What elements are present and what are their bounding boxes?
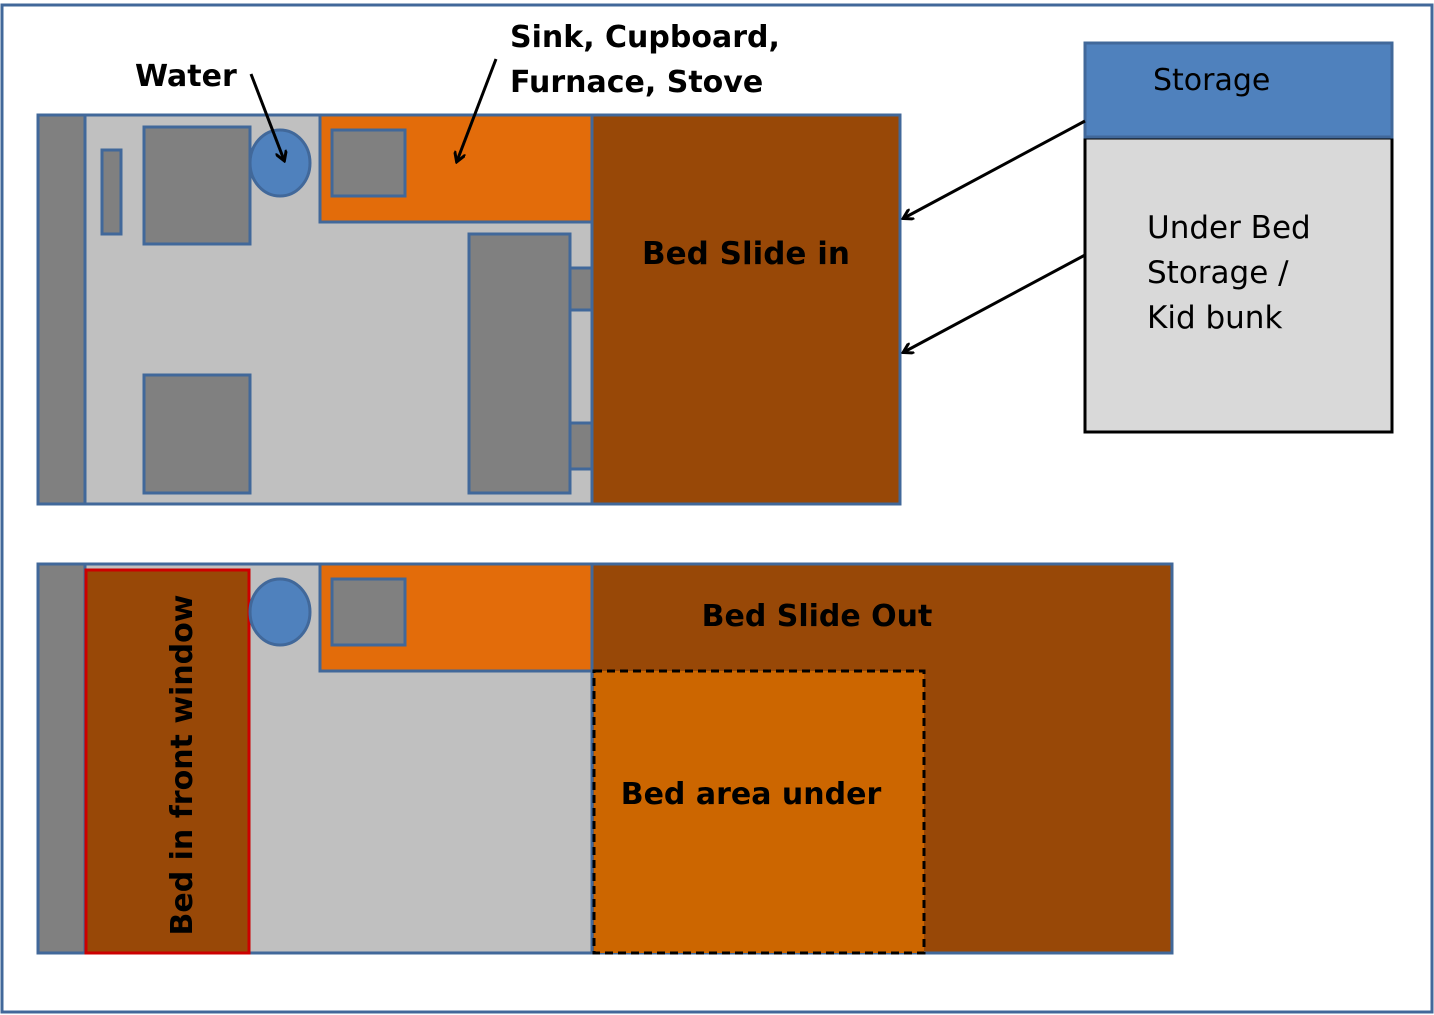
top-front-dash — [36, 113, 87, 506]
top-side-bench — [467, 232, 572, 495]
top-layout-slide-in — [36, 113, 902, 506]
under-bed-arrow — [904, 253, 1086, 352]
top-small-fixture — [100, 148, 123, 236]
bottom-front-dash — [36, 562, 87, 955]
storage-body — [1083, 136, 1394, 434]
bed-front-window-label: Bed in front window — [165, 595, 200, 936]
storage-label: Storage — [1153, 63, 1270, 98]
bottom-water-tank-icon — [248, 577, 312, 647]
water-arrow — [249, 73, 284, 160]
under-bed-label-line3: Kid bunk — [1147, 300, 1282, 336]
sink-label-line1: Sink, Cupboard, — [510, 20, 780, 55]
bed-front-window — [84, 568, 251, 955]
top-sink — [330, 128, 407, 198]
sink-label-line2: Furnace, Stove — [510, 65, 763, 100]
bed-area-under — [592, 669, 926, 955]
bed-area-under-label: Bed area under — [621, 777, 882, 812]
water-label: Water — [135, 59, 237, 94]
bed-slide-in-label: Bed Slide in — [642, 236, 850, 272]
top-seat-front — [142, 125, 252, 246]
bed-slide-out-label: Bed Slide Out — [702, 599, 933, 634]
storage-arrow — [904, 119, 1086, 218]
storage-header — [1083, 41, 1394, 139]
sink-arrow — [457, 58, 498, 161]
top-seat-rear — [142, 373, 252, 495]
under-bed-label-line1: Under Bed — [1147, 210, 1311, 246]
storage-box — [1083, 41, 1394, 434]
top-bench-leg-1 — [568, 266, 594, 312]
top-bench-leg-2 — [568, 421, 594, 471]
under-bed-label-line2: Storage / — [1147, 255, 1289, 291]
bottom-sink — [330, 577, 407, 647]
water-tank-icon — [248, 128, 312, 198]
bottom-layout-slide-out — [36, 562, 1174, 955]
bed-slide-in — [590, 113, 902, 506]
